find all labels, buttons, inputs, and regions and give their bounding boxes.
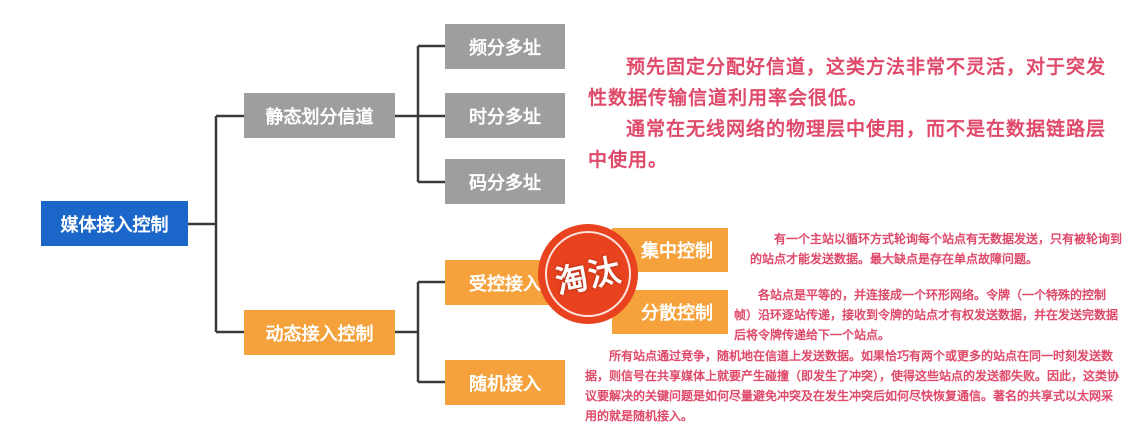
distributed-note-text: 各站点是平等的，并连接成一个环形网络。令牌（一个特殊的控制帧）沿环逐站传递，接收…: [734, 288, 1119, 342]
static-allocation-node: 静态划分信道: [244, 93, 395, 138]
obsolete-stamp-text: 淘汰: [552, 250, 625, 302]
centralized-control-label: 集中控制: [641, 241, 713, 262]
random-access-label: 随机接入: [469, 373, 541, 395]
static-note-line-1: 预先固定分配好信道，这类方法非常不灵活，对于突发性数据传输信道利用率会很低。: [588, 56, 1107, 109]
root-node: 媒体接入控制: [41, 201, 188, 246]
tdma-label: 时分多址: [469, 106, 541, 128]
random-access-note-text: 所有站点通过竞争，随机地在信道上发送数据。如果恰巧有两个或更多的站点在同一时刻发…: [585, 349, 1120, 423]
root-label: 媒体接入控制: [60, 214, 169, 236]
centralized-note: 有一个主站以循环方式轮询每个站点有无数据发送，只有被轮询到的站点才能发送数据。最…: [750, 229, 1122, 269]
tdma-node: 时分多址: [445, 93, 565, 138]
dynamic-access-node: 动态接入控制: [244, 310, 395, 355]
random-access-node: 随机接入: [445, 360, 565, 405]
dynamic-access-label: 动态接入控制: [265, 323, 374, 345]
controlled-access-label: 受控接入: [469, 273, 541, 295]
fdma-label: 频分多址: [469, 37, 541, 59]
random-access-note: 所有站点通过竞争，随机地在信道上发送数据。如果恰巧有两个或更多的站点在同一时刻发…: [585, 346, 1122, 426]
cdma-label: 码分多址: [469, 172, 541, 194]
static-note-line-2: 通常在无线网络的物理层中使用，而不是在数据链路层中使用。: [588, 118, 1107, 171]
centralized-note-text: 有一个主站以循环方式轮询每个站点有无数据发送，只有被轮询到的站点才能发送数据。最…: [750, 232, 1123, 266]
fdma-node: 频分多址: [445, 24, 565, 69]
static-note: 预先固定分配好信道，这类方法非常不灵活，对于突发性数据传输信道利用率会很低。 通…: [588, 52, 1108, 176]
cdma-node: 码分多址: [445, 159, 565, 204]
distributed-control-label: 分散控制: [641, 303, 713, 324]
static-allocation-label: 静态划分信道: [265, 106, 374, 128]
obsolete-stamp: 淘汰: [538, 224, 638, 324]
distributed-note: 各站点是平等的，并连接成一个环形网络。令牌（一个特殊的控制帧）沿环逐站传递，接收…: [734, 285, 1122, 345]
centralized-control-node: 集中控制: [612, 228, 728, 272]
